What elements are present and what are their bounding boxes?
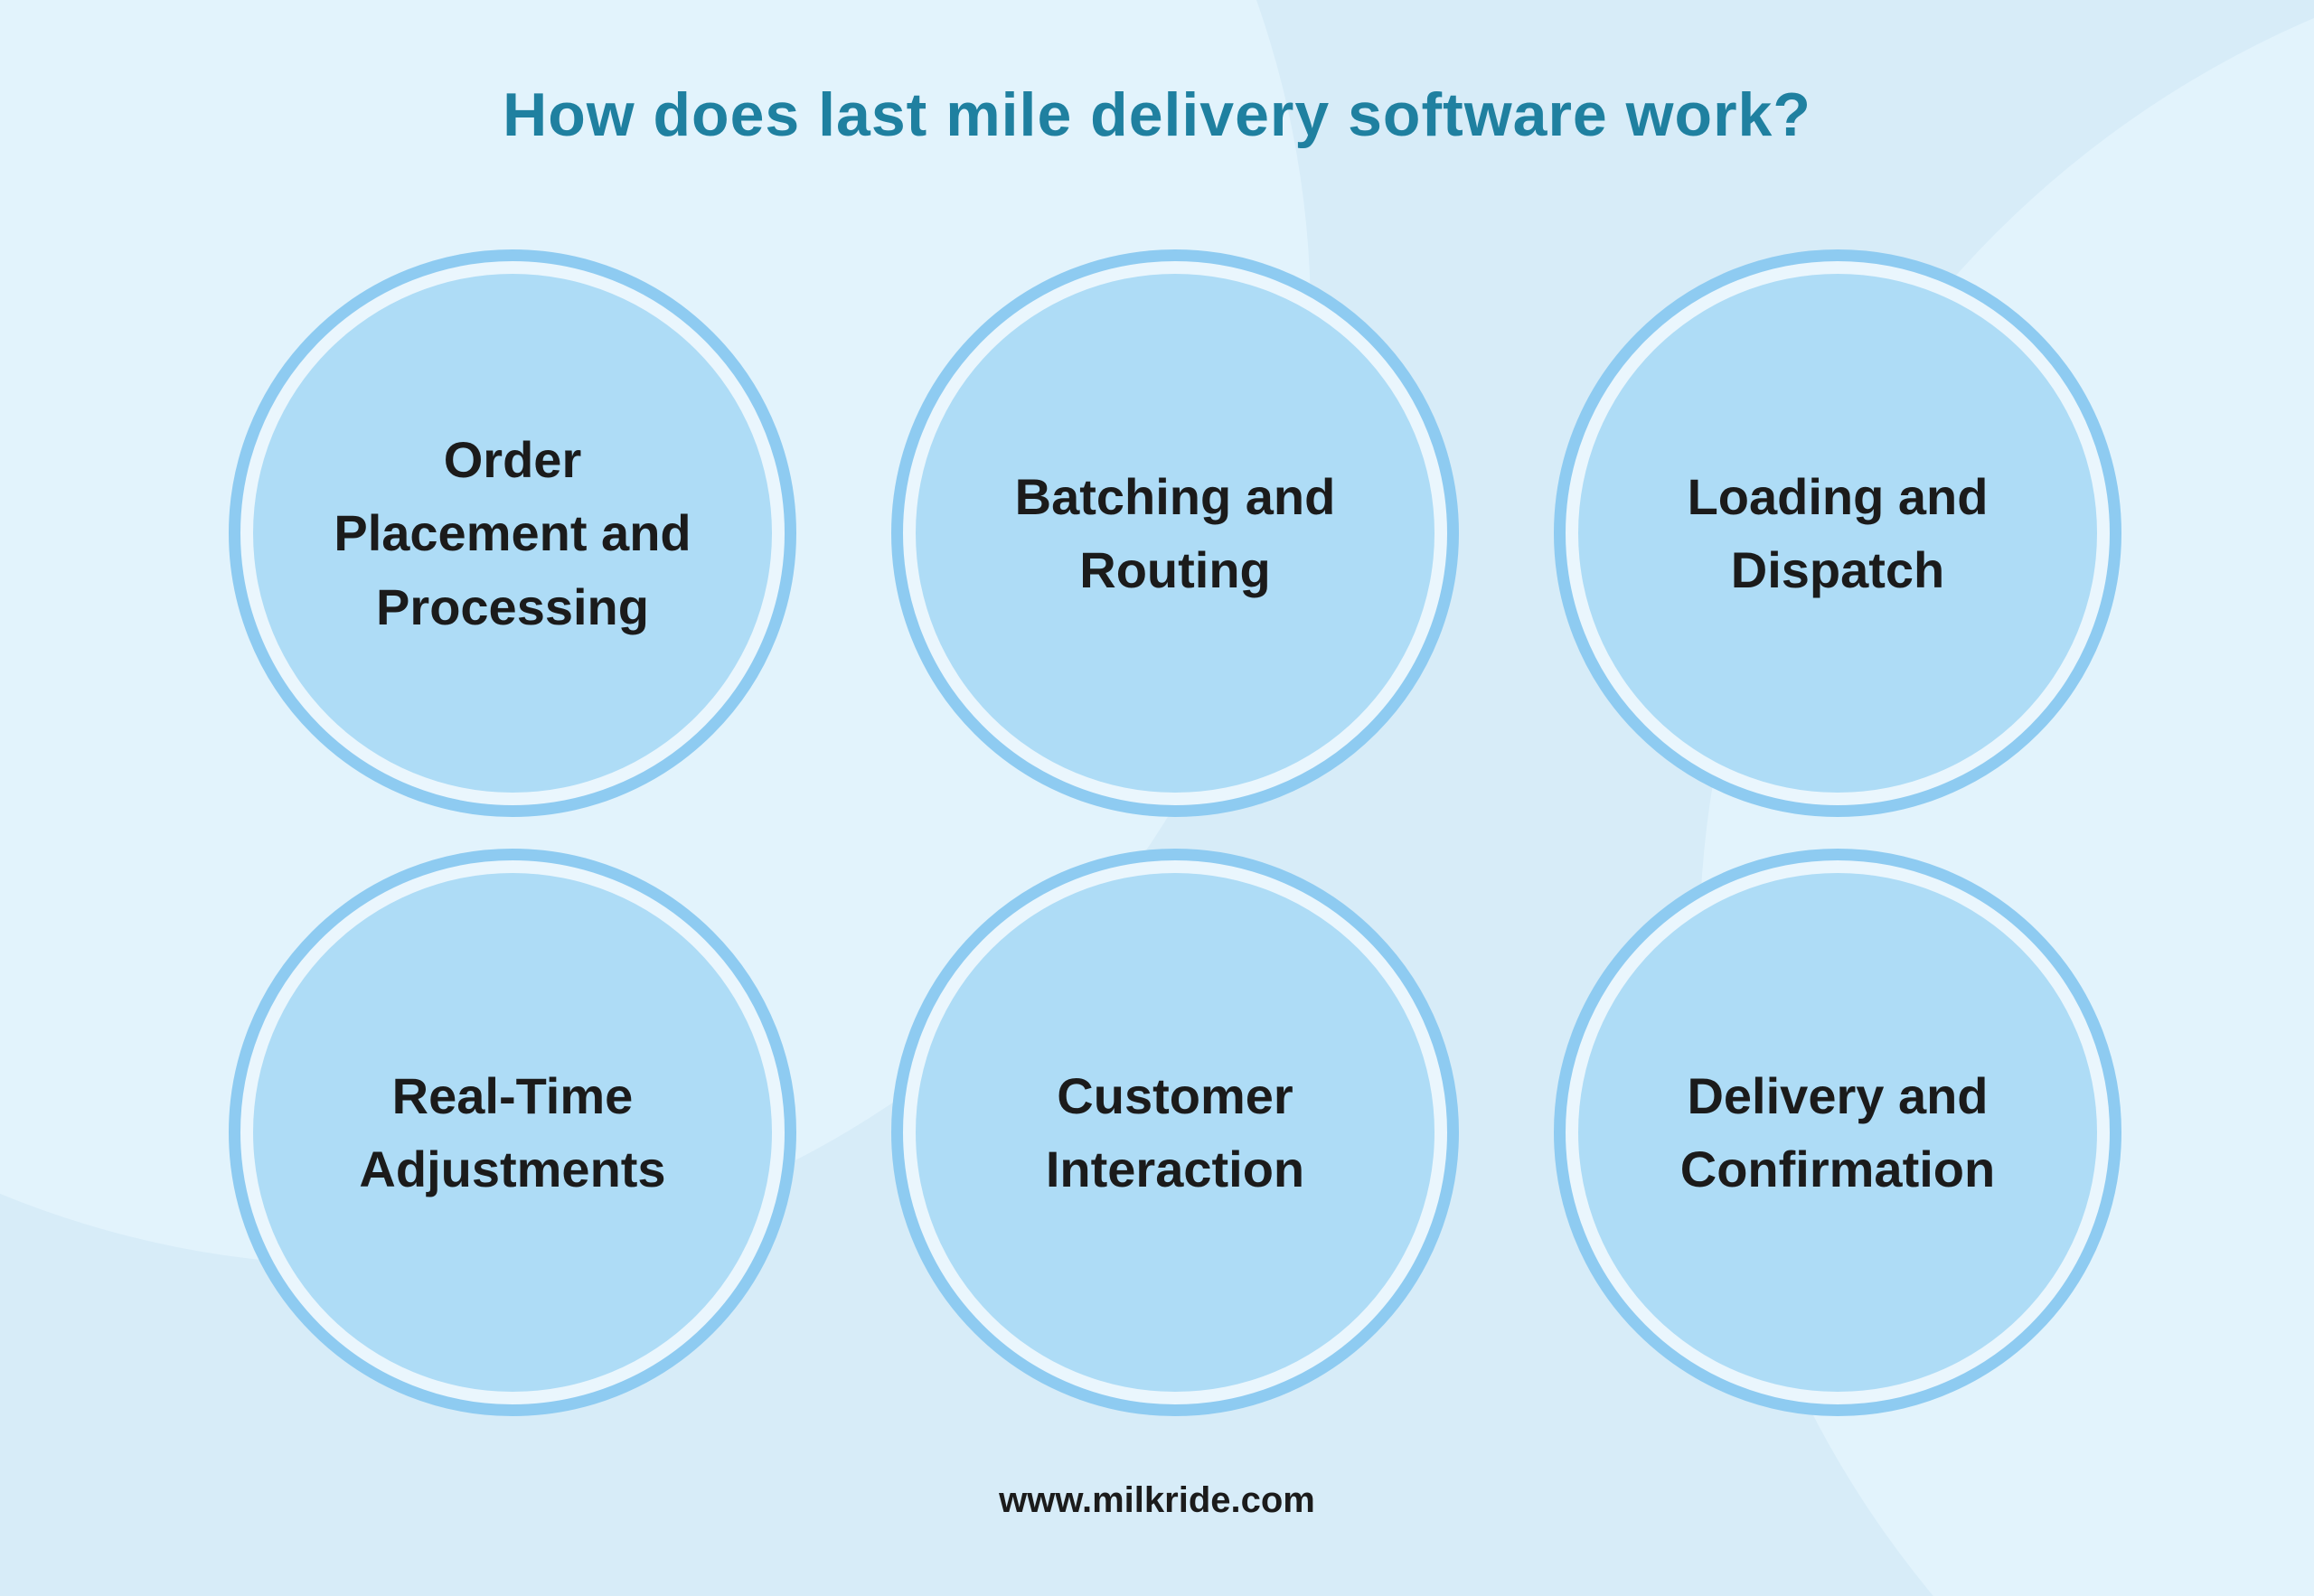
website-url: www.milkride.com — [999, 1480, 1315, 1520]
step-circle-inner: Loading and Dispatch — [1578, 274, 2097, 793]
step-label: Batching and Routing — [1014, 467, 1336, 598]
step-circle-batching-routing: Batching and Routing — [891, 249, 1459, 817]
page-title: How does last mile delivery software wor… — [503, 80, 1811, 149]
step-label: Real-Time Adjustments — [359, 1066, 666, 1197]
step-label: Delivery and Confirmation — [1679, 1066, 1996, 1197]
step-circle-inner: Real-Time Adjustments — [253, 873, 772, 1392]
step-circle-delivery-confirmation: Delivery and Confirmation — [1554, 849, 2121, 1416]
step-circle-loading-dispatch: Loading and Dispatch — [1554, 249, 2121, 817]
step-label: Order Placement and Processing — [334, 431, 691, 635]
step-circle-inner: Customer Interaction — [916, 873, 1434, 1392]
step-circle-customer-interaction: Customer Interaction — [891, 849, 1459, 1416]
step-circle-inner: Delivery and Confirmation — [1578, 873, 2097, 1392]
step-label: Customer Interaction — [1045, 1066, 1305, 1197]
step-circle-realtime-adjustments: Real-Time Adjustments — [229, 849, 796, 1416]
step-circle-order-placement: Order Placement and Processing — [229, 249, 796, 817]
step-label: Loading and Dispatch — [1687, 467, 1989, 598]
step-circle-inner: Batching and Routing — [916, 274, 1434, 793]
step-circle-inner: Order Placement and Processing — [253, 274, 772, 793]
